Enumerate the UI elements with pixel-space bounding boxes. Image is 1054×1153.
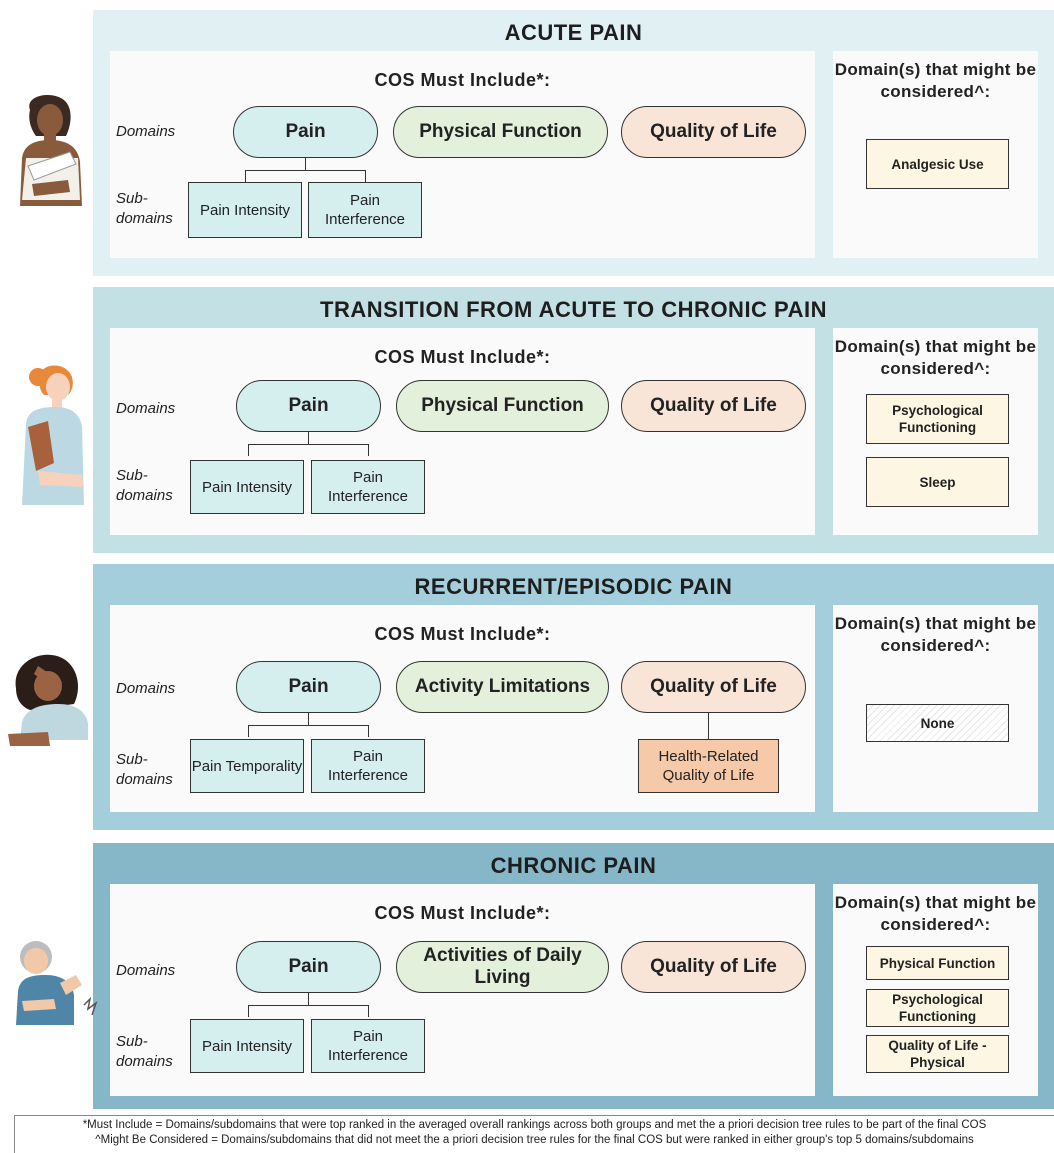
domain-quality-of-life: Quality of Life [621,106,806,158]
domain-pain: Pain [236,380,381,432]
panel-acute: ACUTE PAIN COS Must Include*: Domains Su… [93,10,1054,276]
cos-title: COS Must Include*: [374,624,551,644]
considered-item: Psychological Functioning [866,989,1009,1027]
subdomain-2: Pain Interference [308,182,422,238]
person-arm-sling-illustration [20,95,82,206]
domains-label: Domains [116,680,176,697]
domain-second: Physical Function [396,380,609,432]
subdomain-1: Pain Intensity [190,460,304,514]
considered-item: Sleep [866,457,1009,507]
tree-stem [308,432,309,444]
cos-box: COS Must Include*: Domains Sub-domains P… [110,884,815,1096]
considered-item: Psychological Functioning [866,394,1009,444]
considered-box: Domain(s) that might be considered^: Ana… [833,51,1038,258]
domain-second: Physical Function [393,106,608,158]
footnote-must-include: *Must Include = Domains/subdomains that … [82,1119,987,1131]
subdomain-1: Pain Temporality [190,739,304,793]
person-arm-bandage-illustration [22,365,84,505]
considered-item: Analgesic Use [866,139,1009,189]
domain-pain: Pain [236,941,381,993]
considered-title: Domain(s) that might be considered^: [834,893,1037,934]
footnote-might-be-considered: ^Might Be Considered = Domains/subdomain… [95,1134,974,1146]
person-headache-illustration [8,654,88,746]
subdomain-1: Pain Intensity [190,1019,304,1073]
domain-pain: Pain [236,661,381,713]
panel-title: CHRONIC PAIN [490,853,657,878]
subdomain-2: Pain Interference [311,739,425,793]
domain-quality-of-life: Quality of Life [621,941,806,993]
tree-right [368,444,369,456]
subdomain-2: Pain Interference [311,460,425,514]
cos-title: COS Must Include*: [374,903,551,923]
tree-left [248,444,249,456]
domain-second: Activities of Daily Living [396,941,609,993]
domains-label: Domains [116,400,176,417]
tree-bar [245,170,365,171]
cos-box: COS Must Include*: Domains Sub-domains P… [110,328,815,535]
tree-right [368,725,369,737]
tree-stem [308,713,309,725]
subdomains-label: Sub-domains [116,467,173,504]
subdomain-2: Pain Interference [311,1019,425,1073]
subdomains-label: Sub-domains [116,190,173,227]
considered-title: Domain(s) that might be considered^: [834,337,1037,378]
considered-title: Domain(s) that might be considered^: [834,614,1037,655]
subdomains-label: Sub-domains [116,751,173,788]
tree-right [365,170,366,182]
panel-title: ACUTE PAIN [504,20,643,45]
panel-chronic: CHRONIC PAIN COS Must Include*: Domains … [93,843,1054,1109]
subdomain-1: Pain Intensity [188,182,302,238]
tree-bar [248,444,368,445]
cos-box: COS Must Include*: Domains Sub-domains P… [110,605,815,812]
considered-box: Domain(s) that might be considered^: Psy… [833,328,1038,535]
footnote: *Must Include = Domains/subdomains that … [14,1115,1054,1153]
panel-title: RECURRENT/EPISODIC PAIN [414,574,733,599]
cos-box: COS Must Include*: Domains Sub-domains P… [110,51,815,258]
tree-left [245,170,246,182]
quality-stem [708,713,709,741]
cos-title: COS Must Include*: [374,70,551,90]
domain-second: Activity Limitations [396,661,609,713]
considered-box: Domain(s) that might be considered^: Non… [833,605,1038,812]
panel-transition: TRANSITION FROM ACUTE TO CHRONIC PAIN CO… [93,287,1054,553]
person-back-pain-illustration [16,941,98,1025]
cos-title: COS Must Include*: [374,347,551,367]
considered-item: Physical Function [866,946,1009,980]
tree-right [368,1005,369,1017]
considered-box: Domain(s) that might be considered^: Phy… [833,884,1038,1096]
domains-label: Domains [116,962,176,979]
subdomain-hrql: Health-Related Quality of Life [638,739,779,793]
tree-bar [248,1005,368,1006]
considered-item: None [866,704,1009,742]
domains-label: Domains [116,123,176,140]
tree-left [248,1005,249,1017]
tree-left [248,725,249,737]
domain-pain: Pain [233,106,378,158]
tree-bar [248,725,368,726]
domain-quality-of-life: Quality of Life [621,380,806,432]
subdomains-label: Sub-domains [116,1033,173,1070]
considered-title: Domain(s) that might be considered^: [834,60,1037,101]
domain-quality-of-life: Quality of Life [621,661,806,713]
considered-item: Quality of Life - Physical [866,1035,1009,1073]
panel-title: TRANSITION FROM ACUTE TO CHRONIC PAIN [320,297,827,322]
tree-stem [305,158,306,170]
panel-recurrent: RECURRENT/EPISODIC PAIN COS Must Include… [93,564,1054,830]
tree-stem [308,993,309,1005]
